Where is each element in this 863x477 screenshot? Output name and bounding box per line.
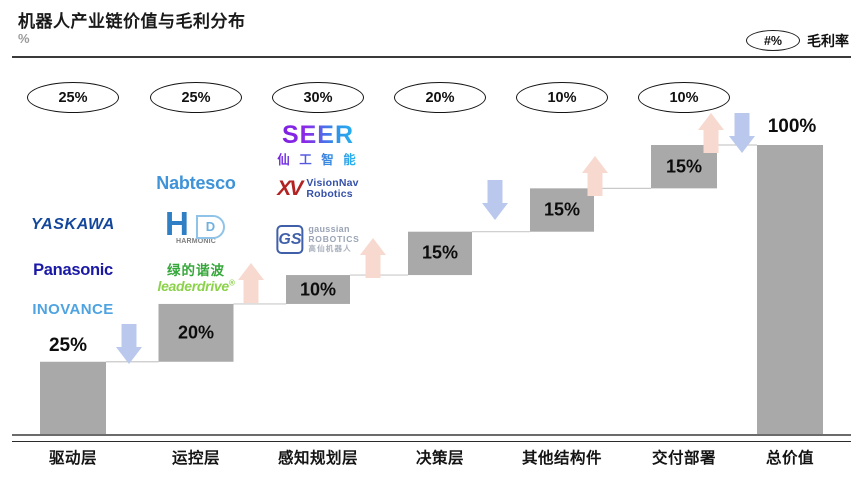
bar-value-label: 100% <box>767 116 817 137</box>
bar-value-label: 15% <box>543 199 581 220</box>
gaussian-mark: GS <box>276 224 304 254</box>
logo-harmonic-drive: H D HARMONIC <box>163 206 229 245</box>
gross-margin-pill: 10% <box>638 82 730 113</box>
visionnav-line1: VisionNav <box>306 177 359 189</box>
bar-value-label: 15% <box>665 156 703 177</box>
trend-arrow-up-icon <box>582 156 608 196</box>
gross-margin-pill: 20% <box>394 82 486 113</box>
bar-value-label: 25% <box>48 334 88 356</box>
page-title: 机器人产业链价值与毛利分布 <box>18 12 246 31</box>
logo-inovance: INOVANCE <box>32 301 114 318</box>
visionnav-line2: Robotics <box>306 188 353 200</box>
harmonic-drive-mark: H D <box>163 206 229 242</box>
seer-mark: SEER <box>277 122 358 148</box>
waterfall-bar <box>757 145 823 434</box>
header-divider <box>12 56 851 58</box>
logo-panasonic: Panasonic <box>33 261 113 279</box>
logo-leaderdrive: 绿的谐波 leaderdrive® <box>157 264 234 293</box>
visionnav-mark: XV <box>277 177 303 200</box>
hd-subtext: HARMONIC <box>175 238 217 245</box>
hd-letter-d: D <box>196 215 225 239</box>
waterfall-bar <box>408 231 472 276</box>
trend-arrow-down-icon <box>116 324 142 364</box>
category-label: 决策层 <box>415 450 465 467</box>
trend-arrow-down-icon <box>729 113 755 153</box>
logo-nabtesco: Nabtesco <box>156 173 236 193</box>
gaussian-line2: ROBOTICS <box>308 234 360 244</box>
axis-divider <box>12 441 851 442</box>
gaussian-line1: gaussian <box>308 224 350 234</box>
plot-area <box>0 60 863 440</box>
category-label: 交付部署 <box>651 450 717 467</box>
category-label: 感知规划层 <box>277 450 359 467</box>
gross-margin-pill: 30% <box>272 82 364 113</box>
logo-seer: SEER 仙 工 智 能 <box>277 122 358 168</box>
gross-margin-pill: 25% <box>150 82 242 113</box>
legend-pill: #% <box>746 30 800 51</box>
trend-arrow-up-icon <box>698 113 724 153</box>
visionnav-text: VisionNav Robotics <box>306 178 358 200</box>
bar-value-label: 15% <box>421 242 459 263</box>
waterfall-svg <box>40 113 823 434</box>
logo-yaskawa: YASKAWA <box>31 216 115 233</box>
unit-label: % <box>18 31 30 46</box>
bar-value-label: 20% <box>177 322 215 343</box>
logo-gaussian: GS gaussian ROBOTICS 高仙机器人 <box>276 224 359 254</box>
trend-arrow-up-icon <box>238 263 264 303</box>
legend: #% 毛利率 <box>746 30 849 51</box>
category-label: 驱动层 <box>48 450 98 467</box>
bar-value-label: 10% <box>299 279 337 299</box>
category-label: 总价值 <box>765 450 815 467</box>
leaderdrive-reg-mark: ® <box>228 277 235 287</box>
hd-letter-h: H <box>165 205 189 242</box>
legend-label: 毛利率 <box>807 32 849 49</box>
leaderdrive-en: leaderdrive® <box>157 277 235 294</box>
logo-visionnav: XV VisionNav Robotics <box>277 178 358 200</box>
waterfall-bar <box>530 188 594 232</box>
gaussian-text: gaussian ROBOTICS 高仙机器人 <box>308 224 359 254</box>
seer-cn: 仙 工 智 能 <box>277 149 358 168</box>
category-label: 运控层 <box>171 450 221 467</box>
bars-layer <box>40 145 823 434</box>
arrows-layer <box>116 113 755 364</box>
gaussian-line3: 高仙机器人 <box>308 244 352 253</box>
category-label: 其他结构件 <box>521 450 603 467</box>
waterfall-bar <box>158 303 234 362</box>
trend-arrow-up-icon <box>360 238 386 278</box>
trend-arrow-down-icon <box>482 180 508 220</box>
gross-margin-pill: 10% <box>516 82 608 113</box>
leaderdrive-cn: 绿的谐波 <box>167 263 225 278</box>
axis-baseline <box>12 434 851 436</box>
waterfall-bar <box>40 361 106 434</box>
waterfall-bar <box>286 275 350 304</box>
gross-margin-pill: 25% <box>27 82 119 113</box>
